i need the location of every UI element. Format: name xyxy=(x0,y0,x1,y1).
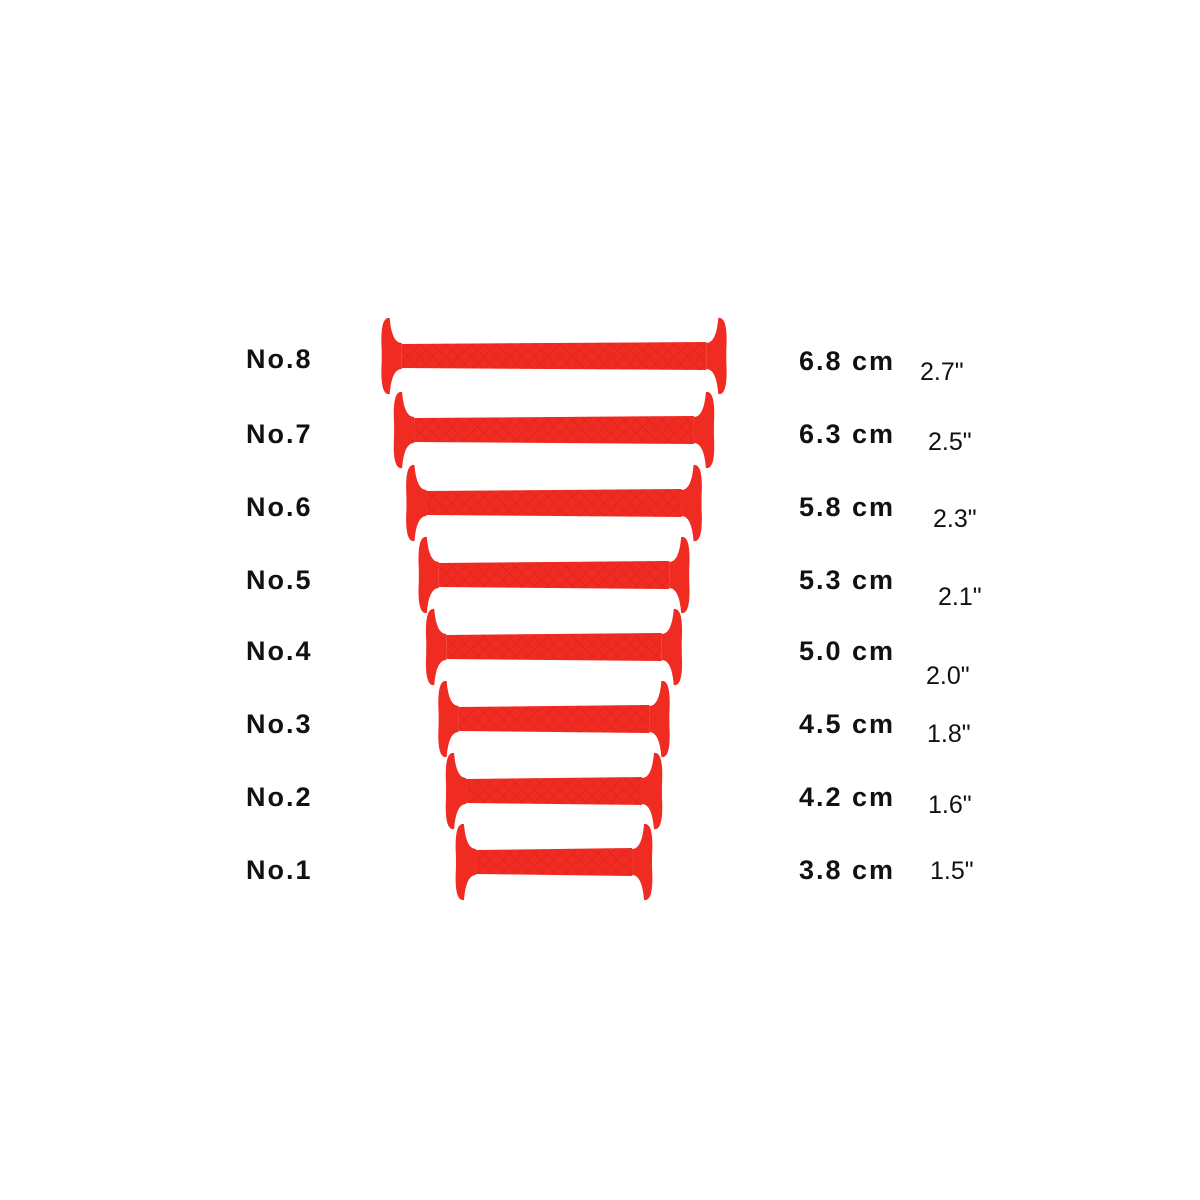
size-label-no6: No.6 xyxy=(246,492,313,522)
length-cm-no6: 5.8 cm xyxy=(799,492,896,522)
size-label-no5: No.5 xyxy=(246,565,313,595)
length-inch-no6: 2.3" xyxy=(933,505,977,533)
size-label-no2: No.2 xyxy=(246,782,313,812)
length-cm-no8: 6.8 cm xyxy=(799,346,896,376)
length-inch-no2: 1.6" xyxy=(928,791,972,819)
length-cm-no1: 3.8 cm xyxy=(799,855,896,885)
lace-anchor xyxy=(649,680,670,758)
size-label-no8: No.8 xyxy=(246,344,313,374)
length-cm-no2: 4.2 cm xyxy=(799,782,896,812)
length-inch-no5: 2.1" xyxy=(938,583,982,611)
length-inch-no4: 2.0" xyxy=(926,662,970,690)
lace-anchor xyxy=(418,536,439,614)
lace-no3 xyxy=(438,680,670,758)
length-cm-no3: 4.5 cm xyxy=(799,709,896,739)
lace-anchor xyxy=(406,464,427,542)
lace-anchor xyxy=(445,752,467,830)
lace-anchor xyxy=(669,536,690,614)
size-label-no7: No.7 xyxy=(246,419,313,449)
lace-anchor xyxy=(455,823,476,901)
lace-no6 xyxy=(406,464,702,542)
lace-anchor xyxy=(393,391,415,469)
length-cm-no7: 6.3 cm xyxy=(799,419,896,449)
lace-no1 xyxy=(455,823,653,901)
lace-no2 xyxy=(445,752,663,830)
lace-anchor xyxy=(632,823,653,901)
lace-anchor xyxy=(706,317,727,395)
lace-no7 xyxy=(393,391,715,469)
lace-no5 xyxy=(418,536,690,614)
lace-anchor xyxy=(425,608,447,686)
lace-anchor xyxy=(661,608,683,686)
lace-anchor xyxy=(438,680,459,758)
lace-anchor xyxy=(693,391,715,469)
lace-no4 xyxy=(425,608,683,686)
length-cm-no4: 5.0 cm xyxy=(799,636,896,666)
lace-anchor xyxy=(641,752,663,830)
size-label-no3: No.3 xyxy=(246,709,313,739)
size-label-no4: No.4 xyxy=(246,636,313,666)
length-inch-no3: 1.8" xyxy=(927,720,971,748)
lace-anchor xyxy=(681,464,702,542)
lace-anchor xyxy=(381,317,402,395)
length-cm-no5: 5.3 cm xyxy=(799,565,896,595)
length-inch-no1: 1.5" xyxy=(930,857,974,885)
length-inch-no8: 2.7" xyxy=(920,358,964,386)
lace-no8 xyxy=(381,317,727,395)
length-inch-no7: 2.5" xyxy=(928,428,972,456)
size-label-no1: No.1 xyxy=(246,855,313,885)
